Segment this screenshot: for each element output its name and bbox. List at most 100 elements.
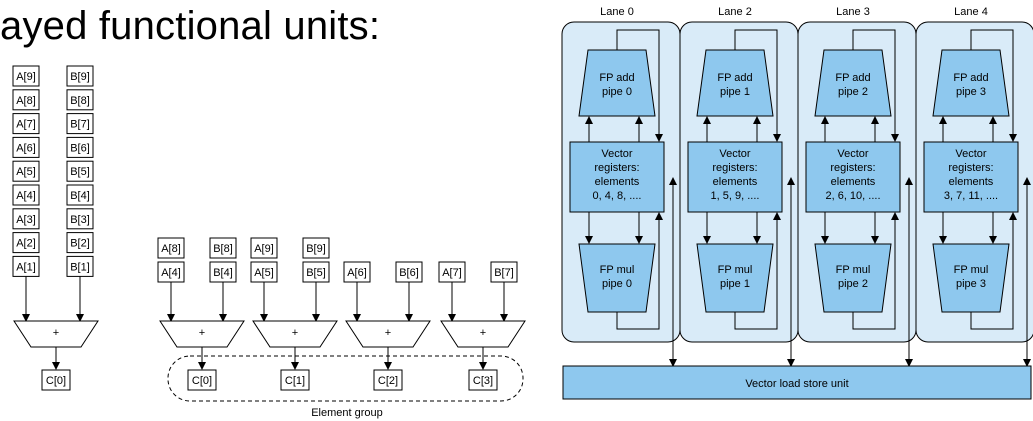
lane-label: Lane 4 — [954, 6, 988, 18]
a-cell: A[4] — [161, 267, 181, 279]
vector-registers — [687, 141, 783, 213]
vector-registers-label: elements — [713, 176, 758, 188]
fp-mul-label: pipe 3 — [956, 278, 986, 290]
a-cell-box — [12, 208, 40, 230]
b-cell-box — [66, 65, 94, 87]
a-cell-box — [12, 89, 40, 111]
lane-label: Lane 0 — [600, 6, 634, 18]
vector-registers-label: registers: — [830, 162, 875, 174]
adder-op: + — [53, 327, 59, 339]
vector-registers-label: registers: — [712, 162, 757, 174]
a-cell: A[2] — [16, 238, 36, 250]
element-group-label: Element group — [311, 407, 383, 419]
result-cell-3-box — [468, 369, 498, 391]
a-cell: A[9] — [254, 243, 274, 255]
b-cell: B[1] — [70, 261, 90, 273]
b-cell: B[2] — [70, 238, 90, 250]
vector-registers-label: registers: — [948, 162, 993, 174]
fp-add-label: pipe 1 — [720, 86, 750, 98]
vector-load-store-unit — [562, 365, 1032, 400]
vector-registers-label: Vector — [837, 148, 869, 160]
b-cell: B[7] — [70, 119, 90, 131]
a-cell: A[7] — [16, 119, 36, 131]
vector-registers-label: registers: — [594, 162, 639, 174]
b-cell: B[7] — [494, 267, 514, 279]
a-cell: A[7] — [442, 267, 462, 279]
b-cell: B[9] — [306, 243, 326, 255]
b-cell: B[5] — [306, 267, 326, 279]
b-cell-box — [66, 89, 94, 111]
fp-mul-label: FP mul — [954, 264, 989, 276]
vector-registers-label: 3, 7, 11, .... — [944, 190, 998, 202]
b-cell-box — [66, 184, 94, 206]
fp-mul-pipe — [814, 243, 892, 313]
fp-add-label: FP add — [717, 72, 752, 84]
adder-1-shape — [252, 320, 338, 348]
adder-1-op: + — [292, 327, 298, 339]
a-cell: A[8] — [16, 95, 36, 107]
vector-registers-label: 0, 4, 8, .... — [593, 190, 642, 202]
result-cell-2-box — [373, 369, 403, 391]
b-cell: B[6] — [399, 267, 419, 279]
a-cell-box — [250, 237, 278, 259]
a-cell-box — [12, 160, 40, 182]
a-cell: A[4] — [16, 190, 36, 202]
b-cell-box — [66, 208, 94, 230]
vector-lanes-diagram: Lane 0 FP add pipe 0 Vector registers: elemen… — [561, 6, 1033, 400]
adder-2-shape — [345, 320, 431, 348]
element-group-outline — [167, 355, 524, 402]
vector-registers — [923, 141, 1019, 213]
a-cell: A[1] — [16, 261, 36, 273]
result-cell-box — [41, 369, 71, 391]
fp-mul-label: FP mul — [836, 264, 871, 276]
a-cell: A[5] — [16, 166, 36, 178]
fp-mul-label: pipe 0 — [602, 278, 632, 290]
vector-registers-label: 1, 5, 9, .... — [711, 190, 760, 202]
vector-registers-label: Vector — [719, 148, 751, 160]
fp-add-pipe — [932, 49, 1010, 117]
fp-mul-label: pipe 2 — [838, 278, 868, 290]
a-cell: A[6] — [347, 267, 367, 279]
b-cell: B[6] — [70, 142, 90, 154]
b-cell: B[5] — [70, 166, 90, 178]
result-cell-2: C[2] — [378, 375, 398, 387]
b-cell-box — [302, 237, 330, 259]
add-feedback-arrow — [970, 29, 1017, 142]
vector-load-store-label: Vector load store unit — [745, 378, 848, 390]
result-cell-1-box — [280, 369, 310, 391]
lane-label: Lane 2 — [718, 6, 752, 18]
fp-mul-label: FP mul — [600, 264, 635, 276]
b-cell: B[3] — [70, 214, 90, 226]
multi-pipe-diagram: Element groupA[8]B[8]A[4]B[4]+C[0]A[9]B[… — [157, 237, 526, 419]
vector-registers — [569, 141, 665, 213]
mul-feedback-arrow — [852, 212, 899, 330]
result-cell-3: C[3] — [473, 375, 493, 387]
fp-add-label: FP add — [953, 72, 988, 84]
b-cell-box — [66, 160, 94, 182]
b-cell-box — [66, 113, 94, 135]
a-cell: A[3] — [16, 214, 36, 226]
fp-mul-label: FP mul — [718, 264, 753, 276]
add-feedback-arrow — [734, 29, 781, 142]
a-cell-box — [12, 136, 40, 158]
adder-shape — [13, 320, 99, 348]
a-cell: A[8] — [161, 243, 181, 255]
result-cell-0-box — [187, 369, 217, 391]
fp-add-pipe — [814, 49, 892, 117]
fp-mul-pipe — [696, 243, 774, 313]
a-cell-box — [12, 65, 40, 87]
lane-label: Lane 3 — [836, 6, 870, 18]
a-cell-box — [12, 184, 40, 206]
adder-2-op: + — [385, 327, 391, 339]
b-cell: B[8] — [70, 95, 90, 107]
b-cell: B[8] — [213, 243, 233, 255]
mul-feedback-arrow — [734, 212, 781, 330]
fp-add-label: pipe 2 — [838, 86, 868, 98]
vector-registers-label: Vector — [601, 148, 633, 160]
page-title: ayed functional units: — [0, 4, 381, 48]
fp-add-label: FP add — [835, 72, 870, 84]
fp-add-label: pipe 0 — [602, 86, 632, 98]
vector-registers-label: 2, 6, 10, .... — [825, 190, 880, 202]
adder-0-shape — [159, 320, 245, 348]
b-cell-box — [66, 136, 94, 158]
